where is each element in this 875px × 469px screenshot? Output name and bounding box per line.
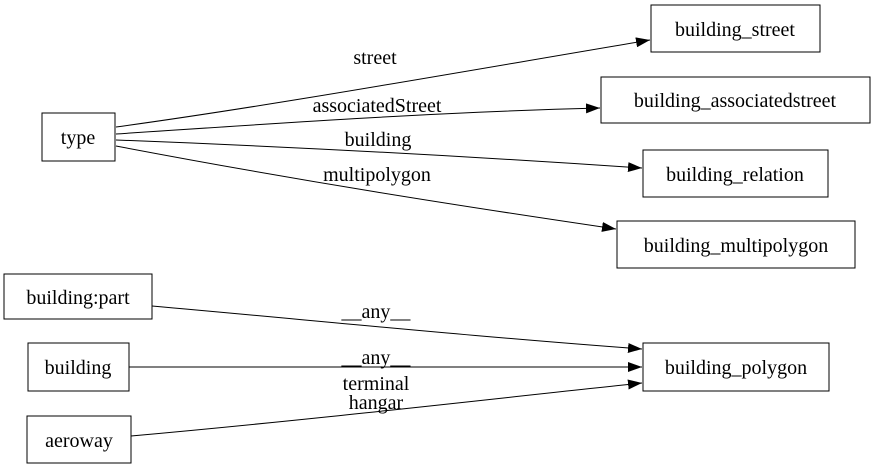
edge-aeroway-building_polygon	[130, 379, 643, 437]
node-building-part-box	[3, 273, 153, 320]
edge-label-multipolygon: multipolygon	[323, 164, 431, 186]
edge-label-building: building	[345, 129, 412, 151]
edge-label-hangar: hangar	[349, 392, 404, 414]
edge-label-any-2: __any__	[341, 347, 412, 369]
edge-labels: street associatedStreet building multipo…	[313, 47, 442, 414]
node-building_multipolygon-label: building_multipolygon	[644, 235, 828, 257]
node-building-part: building:part	[3, 273, 153, 320]
node-building-box	[27, 342, 130, 392]
edge-type-building_street	[115, 37, 651, 128]
node-building-part-label: building:part	[26, 287, 130, 309]
node-building_street-label: building_street	[675, 19, 795, 41]
node-building_associatedstreet: building_associatedstreet	[600, 76, 871, 124]
edge-buildingpart-building_polygon	[151, 305, 643, 353]
edge-type-building_associatedstreet	[115, 103, 601, 135]
node-building_relation-box	[642, 149, 829, 198]
node-building_associatedstreet-label: building_associatedstreet	[634, 90, 837, 112]
node-building_polygon-label: building_polygon	[665, 357, 807, 379]
node-type: type	[41, 112, 116, 162]
node-building: building	[27, 342, 130, 392]
edges	[115, 37, 651, 437]
node-building_multipolygon-box	[616, 220, 856, 269]
node-building-label: building	[45, 357, 112, 379]
node-building_associatedstreet-box	[600, 76, 871, 124]
node-building_relation-label: building_relation	[666, 164, 804, 186]
edge-label-terminal: terminal	[343, 373, 410, 395]
edge-label-street: street	[353, 47, 397, 69]
node-aeroway: aeroway	[26, 415, 132, 464]
edge-label-associatedstreet: associatedStreet	[313, 95, 442, 117]
node-aeroway-label: aeroway	[45, 430, 113, 452]
edge-label-any-1: __any__	[341, 301, 412, 323]
node-type-label: type	[61, 127, 96, 149]
node-type-box	[41, 112, 116, 162]
node-building_multipolygon: building_multipolygon	[616, 220, 856, 269]
node-building_street: building_street	[650, 4, 821, 53]
edge-type-building_relation	[115, 139, 643, 173]
node-building_polygon-box	[642, 342, 830, 392]
node-building_relation: building_relation	[642, 149, 829, 198]
node-aeroway-box	[26, 415, 132, 464]
node-building_street-box	[650, 4, 821, 53]
edge-type-building_multipolygon	[115, 145, 617, 232]
node-building_polygon: building_polygon	[642, 342, 830, 392]
